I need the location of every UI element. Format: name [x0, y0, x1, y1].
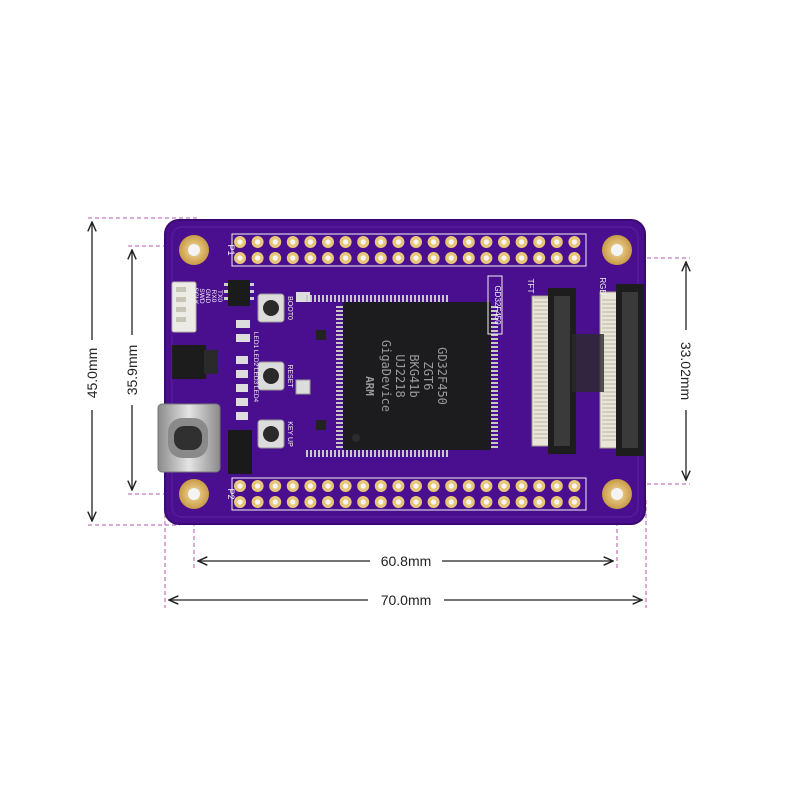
led-label: LED3 [252, 368, 259, 385]
chip-line-2: ZGT6 [421, 362, 435, 391]
led-label: LED2 [252, 350, 259, 367]
label-mcu: GD32F450 [493, 285, 502, 325]
dim-width-outer: 70.0mm [381, 592, 432, 608]
chip-arm-logo: ARM [363, 376, 376, 396]
dim-height-inner: 35.9mm [124, 345, 140, 396]
button-boot0[interactable] [257, 293, 285, 323]
label-p2: P2 [226, 488, 236, 499]
mounting-holes [179, 235, 632, 509]
connector-rgb [599, 284, 644, 456]
connector-tft [531, 288, 576, 454]
uart-pin-label: RX0 [210, 290, 217, 303]
header-p2-pads [234, 480, 581, 508]
label-key-up: KEY UP [286, 421, 293, 447]
mcu-chip: GD32F450 ZGT6 BKG41b UJ2218 GigaDevice A… [306, 295, 498, 457]
button-reset[interactable] [257, 361, 285, 391]
uart-pin-label: 5V [186, 292, 193, 301]
passive-components [172, 292, 326, 474]
chip-line-5: GigaDevice [379, 340, 393, 412]
label-boot0: BOOT0 [286, 296, 293, 320]
chip-line-1: GD32F450 [435, 347, 449, 405]
uart-pin-label: SWD [198, 288, 205, 303]
led-label: LED1 [252, 332, 259, 349]
dim-width-inner: 60.8mm [381, 553, 432, 569]
uart-pin-label: GND [204, 289, 211, 304]
header-p1-pads [234, 236, 581, 264]
usb-c-connector [157, 403, 221, 473]
chip-line-3: BKG41b [407, 354, 421, 397]
label-p1: P1 [226, 244, 236, 255]
dim-height-right: 33.02mm [678, 342, 694, 400]
led-label: LED4 [252, 386, 259, 403]
dim-height-outer: 45.0mm [84, 348, 100, 399]
uart-pin-label: TX0 [216, 290, 223, 302]
button-key-up[interactable] [257, 419, 285, 449]
label-tft: TFT [526, 279, 535, 294]
label-reset: RESET [286, 364, 293, 388]
uart-pin-label: SCLK [192, 288, 199, 306]
label-rgb: RGB [598, 277, 607, 294]
chip-line-4: UJ2218 [393, 354, 407, 397]
